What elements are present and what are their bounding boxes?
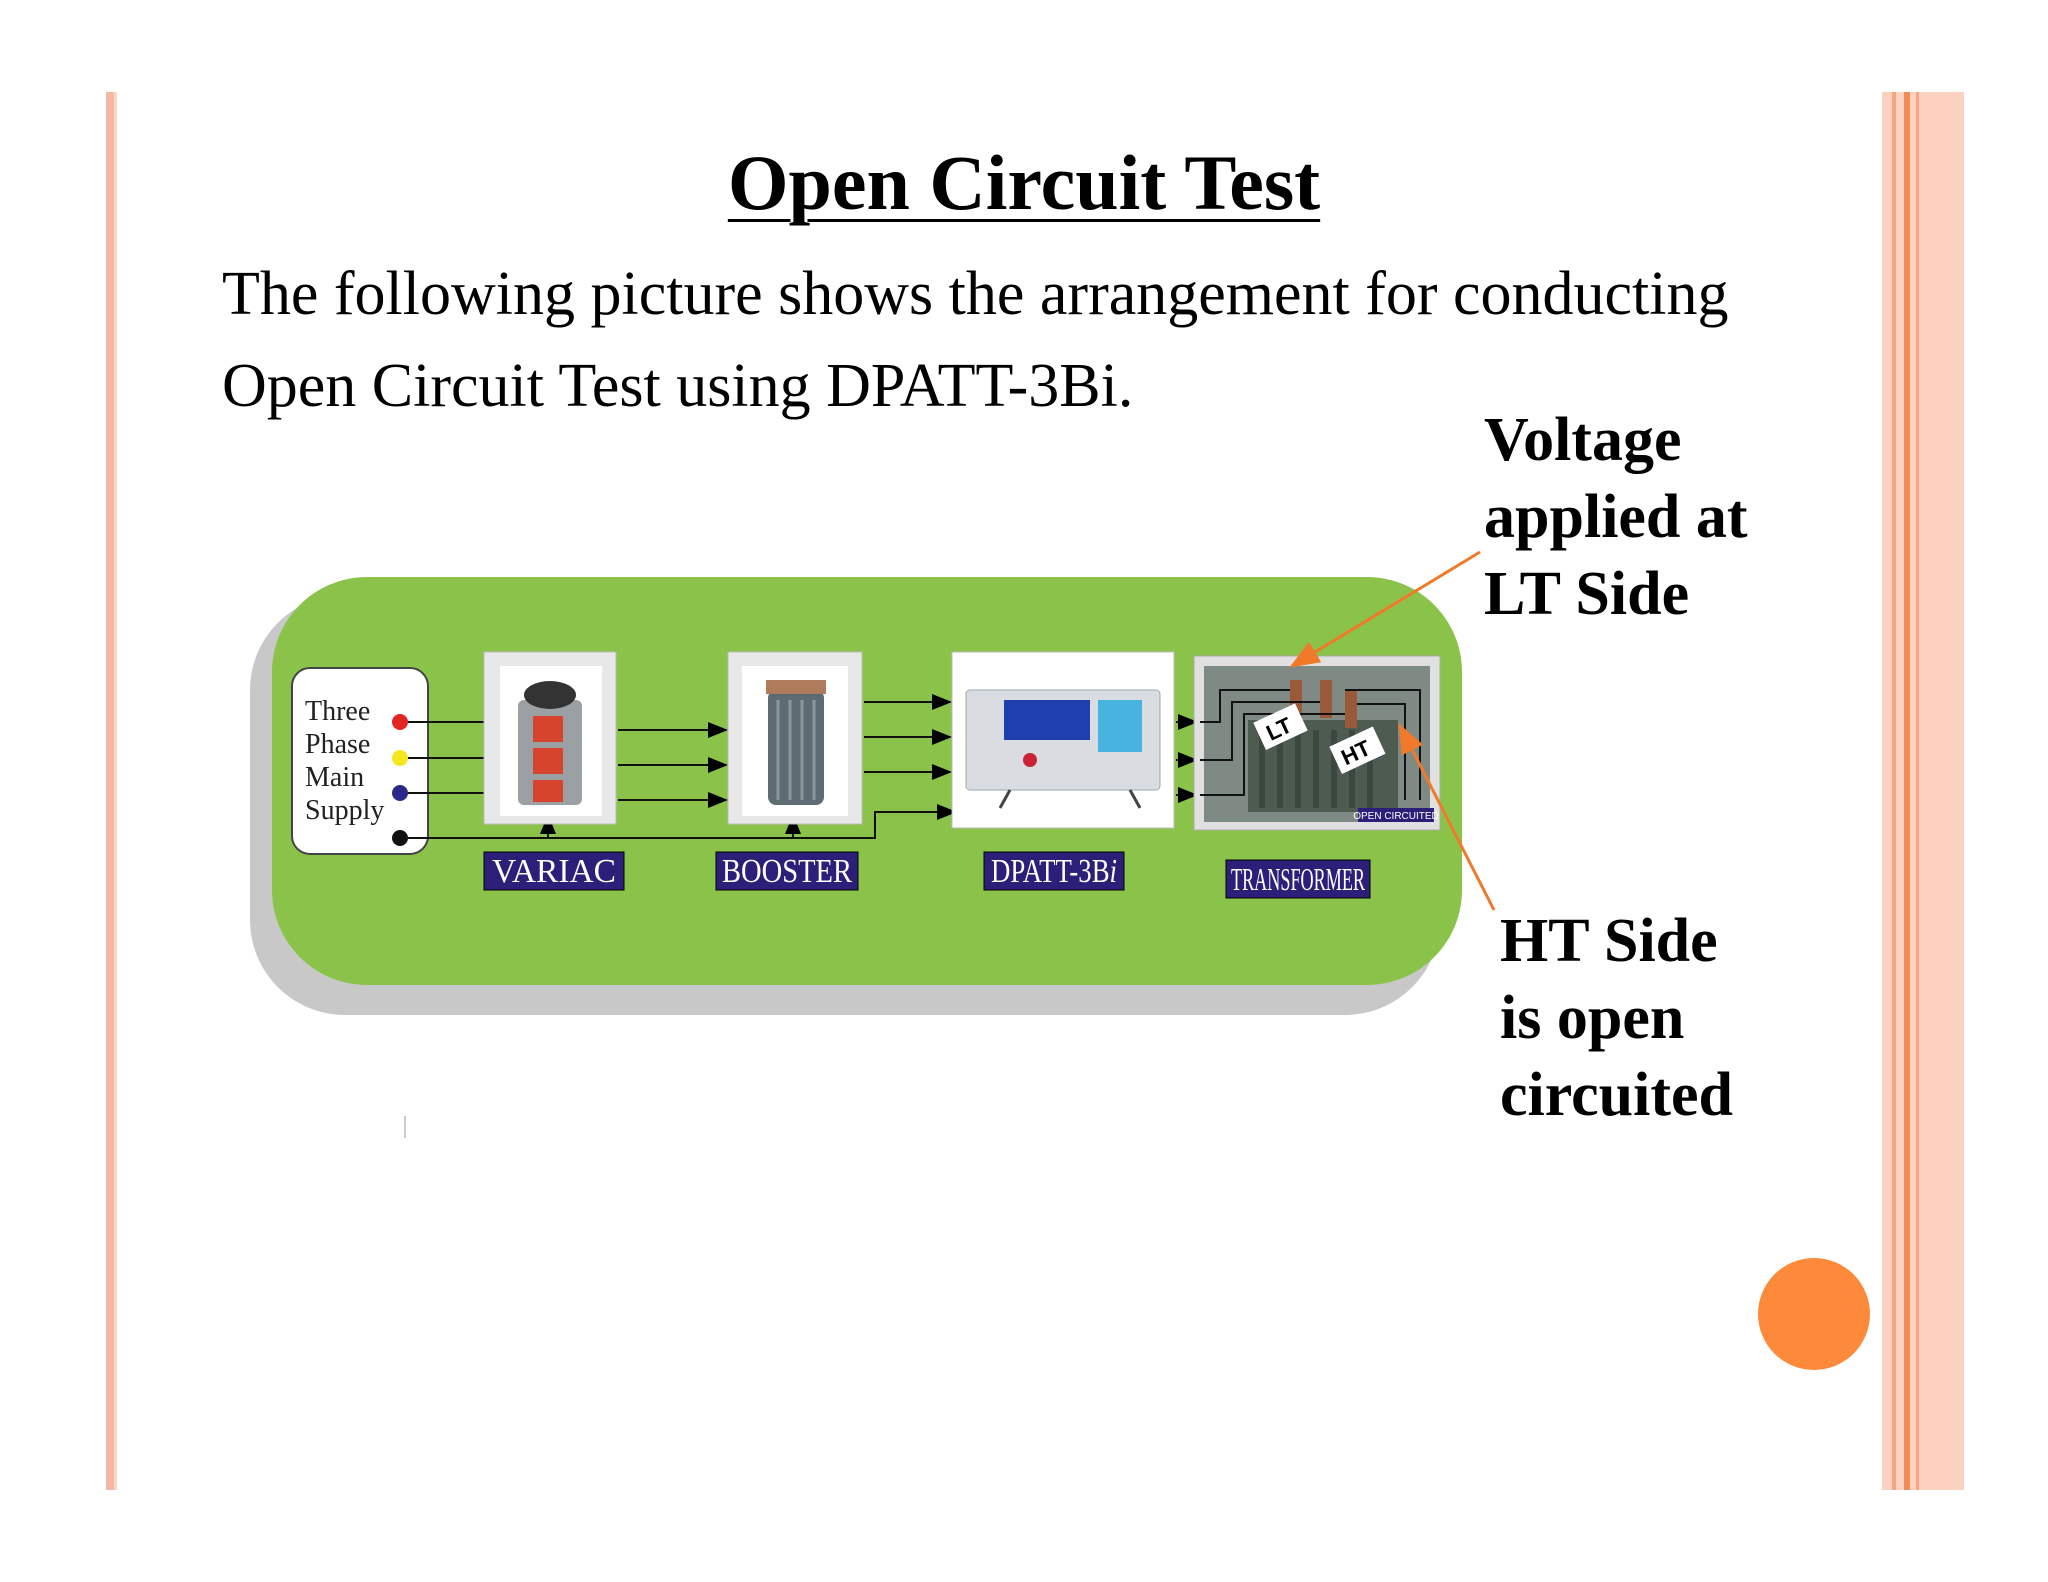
supply-label-line: Main	[305, 762, 364, 793]
left-border-inner	[114, 92, 117, 1490]
dpatt-foot	[1128, 789, 1142, 809]
right-border-stripe	[1916, 92, 1919, 1490]
lt-callout-line: LT Side	[1484, 560, 1690, 628]
ht-tag: HT	[1329, 726, 1386, 774]
lt-callout: Voltage applied at LT Side	[1484, 402, 1748, 633]
transformer-label: TRANSFORMER	[1231, 861, 1365, 897]
booster-dpatt-wires	[864, 694, 952, 780]
left-border	[106, 92, 114, 1490]
supply-label-line: Three	[305, 696, 370, 727]
variac-terminal-block	[533, 716, 563, 742]
faint-mark	[404, 1116, 406, 1138]
supply-box	[291, 667, 429, 855]
terminal-yellow	[392, 750, 408, 766]
transformer-bushing	[1320, 680, 1332, 718]
supply-label-line: Supply	[305, 795, 384, 826]
lt-callout-line: applied at	[1484, 483, 1748, 551]
intro-text: The following picture shows the arrangem…	[222, 248, 1862, 432]
lt-callout-arrow	[1289, 550, 1481, 668]
variac-label-bg	[483, 851, 625, 891]
dpatt-transformer-wires	[1176, 714, 1198, 803]
terminal-red	[392, 714, 408, 730]
variac-terminal-block	[533, 748, 563, 774]
dpatt-foot	[998, 789, 1012, 809]
supply-label-line: Phase	[305, 729, 370, 760]
transformer-bushing	[1345, 690, 1357, 728]
terminal-blue	[392, 785, 408, 801]
variac-terminal-block	[533, 780, 563, 802]
variac-knob	[524, 681, 576, 709]
right-border-stripe	[1904, 92, 1910, 1490]
ht-tag-bg	[1329, 726, 1386, 774]
variac-booster-wires	[618, 722, 728, 808]
ht-callout-arrow	[1398, 723, 1496, 911]
ht-callout-line: circuited	[1500, 1061, 1734, 1129]
dpatt-keypad	[1098, 700, 1142, 752]
slide-title: Open Circuit Test	[727, 139, 1321, 226]
variac-label: VARIAC	[492, 853, 616, 890]
dpatt-switch	[1023, 753, 1037, 767]
terminal-neutral	[392, 830, 408, 846]
open-circuited-tag	[1358, 808, 1434, 822]
dpatt-display	[1004, 700, 1090, 740]
right-border-stripe	[1892, 92, 1896, 1490]
lt-tag-bg	[1253, 703, 1308, 750]
booster-body	[768, 690, 824, 805]
ht-callout: HT Side is open circuited	[1500, 903, 1733, 1134]
lt-tag: LT	[1253, 703, 1308, 750]
open-circuited-text: OPEN CIRCUITED	[1353, 811, 1439, 822]
dpatt-label: DPATT-3Bi	[991, 853, 1117, 890]
decorative-orange-dot	[1758, 1258, 1870, 1370]
dpatt-label-bg	[983, 851, 1125, 891]
lt-callout-line: Voltage	[1484, 406, 1682, 474]
booster-fins	[776, 700, 816, 800]
ht-callout-line: HT Side	[1500, 907, 1718, 975]
intro-line-1: The following picture shows the arrangem…	[222, 260, 1729, 328]
transformer-label-bg	[1225, 859, 1371, 899]
booster-label-bg	[715, 851, 859, 891]
booster-label: BOOSTER	[722, 853, 852, 890]
booster-top	[766, 680, 826, 694]
intro-line-2: Open Circuit Test using DPATT-3Bi.	[222, 352, 1134, 420]
ht-callout-line: is open	[1500, 984, 1685, 1052]
